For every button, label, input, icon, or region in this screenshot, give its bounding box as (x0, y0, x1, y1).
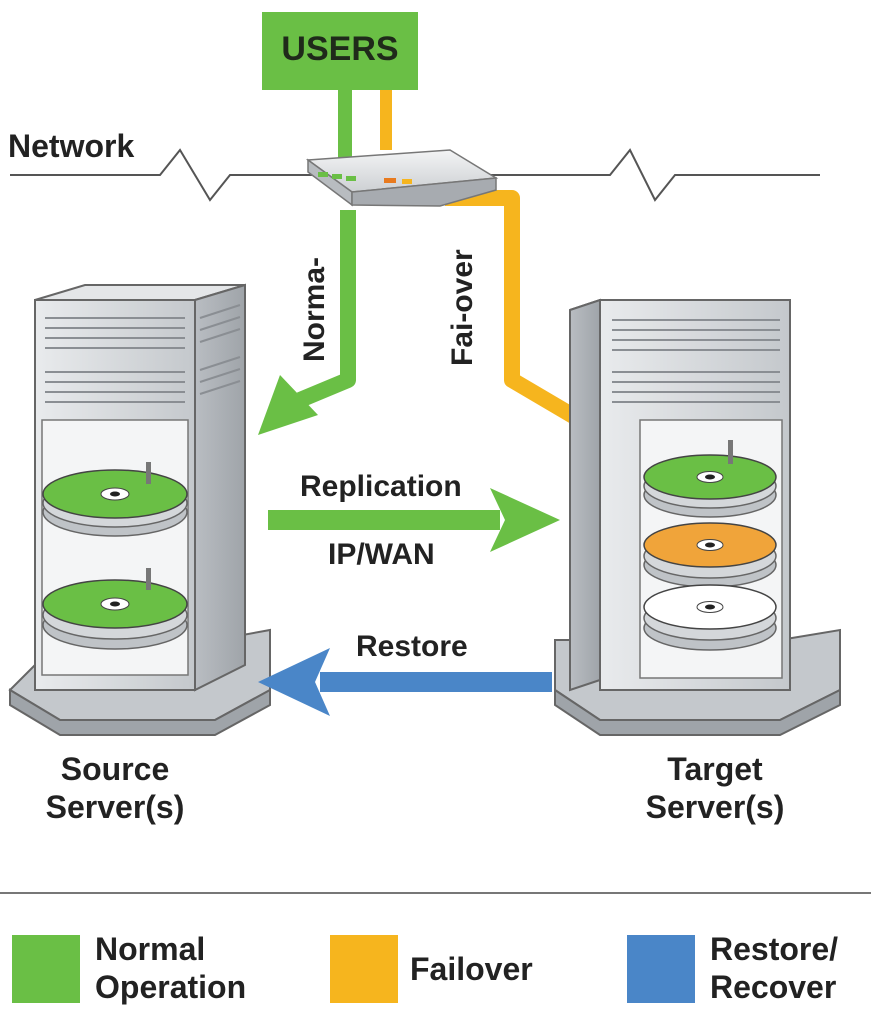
users-box (262, 12, 418, 90)
router-icon (305, 149, 499, 207)
legend-normal-line1: Normal (95, 931, 206, 967)
source-label-line1: Source (60, 751, 170, 787)
target-label-line1: Target (667, 751, 763, 787)
legend-normal-line2: Operation (95, 969, 247, 1005)
legend-restore-text: Restore/ Recover (710, 930, 838, 1006)
target-server-icon (554, 298, 841, 736)
legend-normal-text: Normal Operation (95, 930, 246, 1006)
legend-restore-swatch (627, 935, 695, 1003)
target-server-label: Target Server(s) (620, 750, 810, 826)
legend-failover-swatch (330, 935, 398, 1003)
source-server-label: Source Server(s) (20, 750, 210, 826)
legend-restore-line2: Recover (710, 969, 837, 1005)
normal-path (296, 210, 356, 408)
source-label-line2: Server(s) (45, 789, 185, 825)
restore-arrow (258, 648, 552, 716)
users-orange-link (380, 90, 392, 150)
failover-path-label: Fai-over (446, 249, 479, 366)
legend-restore-line1: Restore/ (710, 931, 839, 967)
network-line (10, 148, 820, 202)
source-server-icon (8, 283, 271, 736)
replication-sublabel: IP/WAN (328, 538, 435, 571)
legend-failover-line1: Failover (410, 951, 533, 987)
normal-arrowhead (258, 375, 318, 435)
legend-failover-text: Failover (410, 950, 533, 988)
failover-path (445, 190, 585, 427)
replication-label: Replication (300, 470, 462, 503)
normal-path-label: Norma- (298, 256, 331, 362)
network-label: Network (8, 128, 135, 164)
target-label-line2: Server(s) (645, 789, 785, 825)
replication-arrow (268, 488, 560, 552)
users-label: USERS (281, 30, 399, 68)
users-green-link (338, 90, 352, 160)
restore-label: Restore (356, 630, 468, 663)
legend-normal-swatch (12, 935, 80, 1003)
